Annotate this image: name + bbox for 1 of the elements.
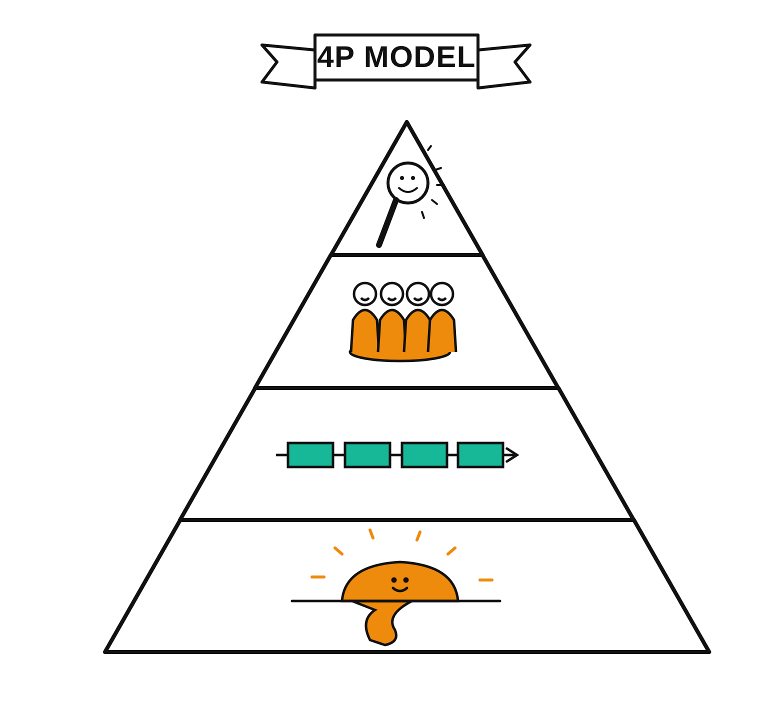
title: 4P MODEL — [316, 40, 477, 76]
